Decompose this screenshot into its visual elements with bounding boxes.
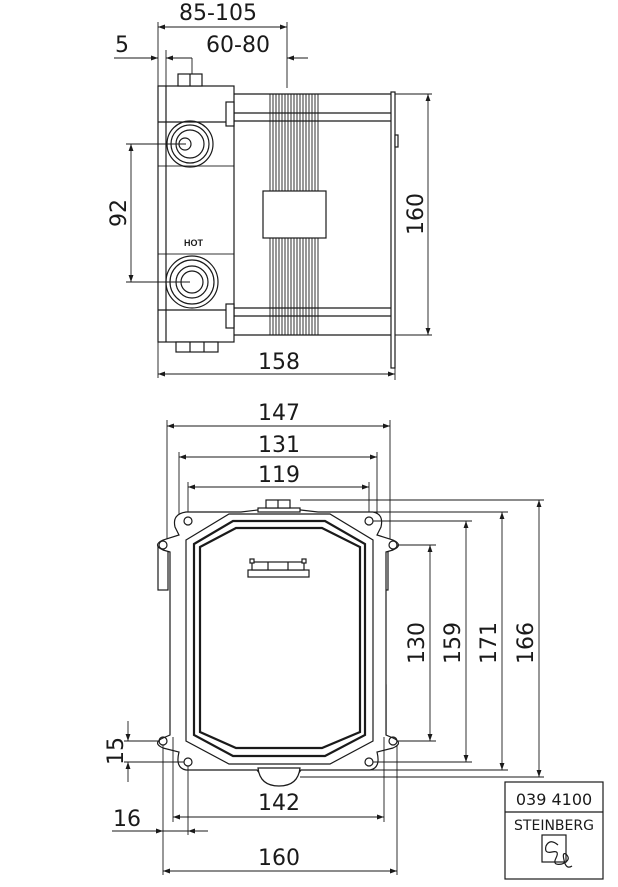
title-block: 039 4100 STEINBERG xyxy=(504,781,604,880)
dim-outer-width: 147 xyxy=(258,401,300,426)
dim-bottom-inner-width: 142 xyxy=(258,791,300,816)
dim-port-spacing: 92 xyxy=(107,199,132,227)
dim-height-171: 171 xyxy=(477,622,502,664)
side-view: HOT 92 160 xyxy=(107,1,432,380)
dim-install-depth: 60-80 xyxy=(206,33,270,58)
front-view: 147 131 119 xyxy=(104,401,544,875)
dim-bottom-offset-h: 16 xyxy=(113,807,141,832)
brand-name: STEINBERG xyxy=(514,818,594,834)
dim-top-overall: 85-105 xyxy=(179,1,257,26)
dim-wall-offset: 5 xyxy=(115,33,129,58)
dim-height-159: 159 xyxy=(441,622,466,664)
bracket xyxy=(247,558,310,578)
dim-bottom-offset-v: 15 xyxy=(104,737,129,765)
dim-inner-width: 119 xyxy=(258,463,300,488)
extension-ribs xyxy=(262,94,327,335)
dim-bottom-outer-width: 160 xyxy=(258,846,300,871)
article-number: 039 4100 xyxy=(516,790,592,809)
steinberg-logo-icon xyxy=(541,834,573,868)
dim-side-width: 158 xyxy=(258,350,300,375)
dim-hole-spacing-v: 130 xyxy=(405,622,430,664)
hot-port-label: HOT xyxy=(184,238,204,248)
dim-height-166: 166 xyxy=(514,622,539,664)
dim-mid-width: 131 xyxy=(258,433,300,458)
dim-side-height: 160 xyxy=(404,193,429,235)
